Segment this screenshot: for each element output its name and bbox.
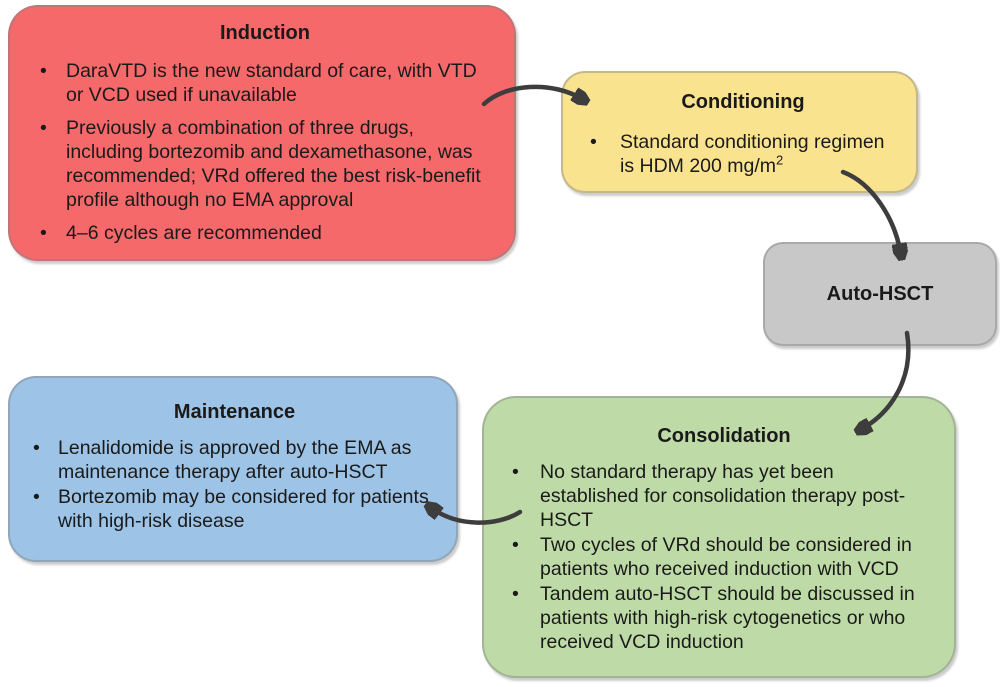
maintenance-bullets: • Lenalidomide is approved by the EMA as… (33, 436, 436, 533)
bullet-text: Previously a combination of three drugs,… (66, 117, 481, 211)
consolidation-box: Consolidation • No standard therapy has … (482, 396, 956, 678)
auto-hsct-box: Auto-HSCT (763, 242, 997, 346)
bullet-marker: • (40, 117, 47, 139)
bullet-text: Bortezomib may be considered for patient… (58, 486, 429, 532)
superscript-2: 2 (776, 152, 784, 168)
bullet-marker: • (512, 534, 519, 556)
consolidation-bullets: • No standard therapy has yet been estab… (512, 460, 936, 654)
bullet-marker: • (33, 486, 40, 508)
bullet-item: • Previously a combination of three drug… (40, 116, 490, 212)
bullet-item: • Bortezomib may be considered for patie… (33, 485, 436, 533)
auto-hsct-title: Auto-HSCT (826, 283, 934, 305)
bullet-marker: • (33, 437, 40, 459)
bullet-text: No standard therapy has yet been establi… (540, 461, 906, 531)
induction-title: Induction (220, 22, 310, 44)
induction-bullets: • DaraVTD is the new standard of care, w… (40, 59, 490, 245)
bullet-text: Tandem auto-HSCT should be discussed in … (540, 583, 915, 653)
conditioning-box: Conditioning • Standard conditioning reg… (561, 71, 918, 193)
bullet-marker: • (512, 461, 519, 483)
conditioning-title: Conditioning (681, 91, 805, 113)
bullet-item: • Lenalidomide is approved by the EMA as… (33, 436, 436, 484)
bullet-marker: • (40, 60, 47, 82)
bullet-marker: • (512, 583, 519, 605)
bullet-item: • Standard conditioning regimen is HDM 2… (590, 130, 896, 178)
bullet-item: • No standard therapy has yet been estab… (512, 460, 936, 532)
bullet-text: 4–6 cycles are recommended (66, 222, 322, 244)
bullet-item: • Two cycles of VRd should be considered… (512, 533, 936, 581)
bullet-text: Lenalidomide is approved by the EMA as m… (58, 437, 412, 483)
bullet-item: • 4–6 cycles are recommended (40, 221, 490, 245)
bullet-text: DaraVTD is the new standard of care, wit… (66, 60, 477, 106)
induction-box: Induction • DaraVTD is the new standard … (8, 5, 516, 261)
consolidation-title: Consolidation (657, 425, 791, 447)
bullet-text: Two cycles of VRd should be considered i… (540, 534, 912, 580)
bullet-text: Standard conditioning regimen is HDM 200… (620, 130, 896, 178)
maintenance-box: Maintenance • Lenalidomide is approved b… (8, 376, 458, 562)
bullet-item: • Tandem auto-HSCT should be discussed i… (512, 582, 936, 654)
maintenance-title: Maintenance (173, 401, 296, 423)
bullet-text-main: Standard conditioning regimen is HDM 200… (620, 131, 885, 177)
bullet-marker: • (40, 222, 47, 244)
conditioning-bullets: • Standard conditioning regimen is HDM 2… (590, 130, 896, 178)
bullet-marker: • (590, 131, 597, 153)
bullet-item: • DaraVTD is the new standard of care, w… (40, 59, 490, 107)
